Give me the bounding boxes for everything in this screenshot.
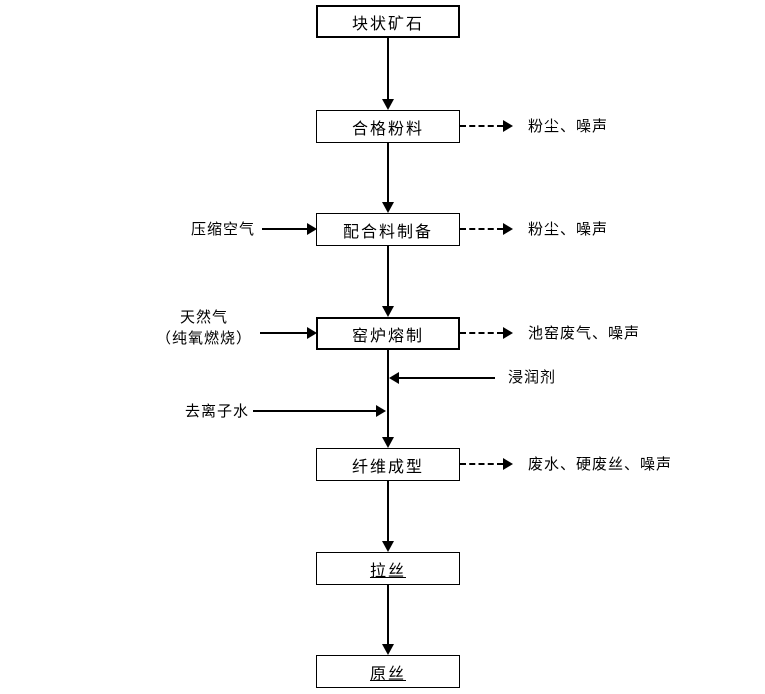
label-emission-dust-noise-1: 粉尘、噪声 [528, 118, 609, 135]
arrowhead-down-icon [382, 202, 394, 213]
arrowhead-down-icon [382, 541, 394, 552]
emission-dashed-line [460, 332, 503, 334]
label-sizing-agent: 浸润剂 [508, 369, 557, 386]
arrow-line-sizing-agent [399, 377, 495, 379]
emission-dashed-line [460, 125, 503, 127]
node-raw-strand: 原丝 [316, 655, 460, 688]
arrow-line-powder-to-batch [387, 143, 389, 202]
arrow-line-deionized-water [253, 410, 376, 412]
arrowhead-left-icon [389, 372, 399, 384]
arrowhead-right-icon [376, 405, 386, 417]
node-drawing: 拉丝 [316, 552, 460, 585]
arrowhead-right-icon [307, 327, 317, 339]
node-batch-preparation: 配合料制备 [316, 213, 460, 246]
arrow-line-forming-to-drawing [387, 481, 389, 541]
node-block-ore: 块状矿石 [316, 5, 460, 38]
arrow-line-ore-to-powder [387, 38, 389, 100]
label-compressed-air: 压缩空气 [190, 221, 255, 238]
label-deionized-water: 去离子水 [185, 403, 250, 420]
node-kiln-melting: 窑炉熔制 [316, 317, 460, 350]
arrowhead-right-icon [503, 223, 513, 235]
emission-dashed-line [460, 463, 503, 465]
label-natural-gas: 天然气 （纯氧燃烧） [155, 309, 252, 347]
arrow-line-kiln-to-forming [387, 350, 389, 437]
label-emission-wastewater-noise: 废水、硬废丝、噪声 [528, 456, 673, 473]
emission-dashed-line [460, 228, 503, 230]
arrow-line-natural-gas [260, 332, 307, 334]
node-qualified-powder: 合格粉料 [316, 110, 460, 143]
arrowhead-right-icon [503, 120, 513, 132]
arrowhead-right-icon [503, 458, 513, 470]
node-fiber-forming: 纤维成型 [316, 448, 460, 481]
arrowhead-down-icon [382, 437, 394, 448]
arrowhead-down-icon [382, 306, 394, 317]
arrow-line-batch-to-kiln [387, 246, 389, 306]
label-emission-dust-noise-2: 粉尘、噪声 [528, 221, 609, 238]
arrow-line-drawing-to-strand [387, 585, 389, 644]
label-emission-kiln-gas-noise: 池窑废气、噪声 [528, 325, 641, 342]
arrowhead-right-icon [503, 327, 513, 339]
arrowhead-down-icon [382, 644, 394, 655]
arrowhead-down-icon [382, 99, 394, 110]
arrow-line-compressed-air [262, 228, 307, 230]
arrowhead-right-icon [307, 223, 317, 235]
